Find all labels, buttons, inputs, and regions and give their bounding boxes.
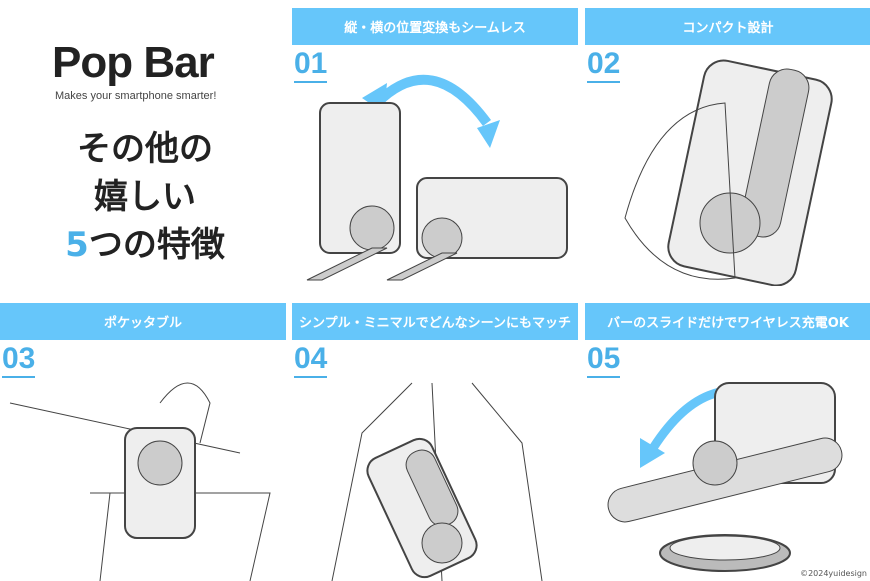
copyright: ©2024yuidesign — [800, 569, 867, 578]
pocket-illustration — [9, 382, 271, 581]
feature-panel-04: シンプル・ミニマルでどんなシーンにもマッチ 04 — [292, 303, 578, 581]
brand-tagline: Makes your smartphone smarter! — [55, 90, 217, 102]
feature-panel-03: ポケッタブル 03 — [0, 303, 286, 581]
panel-number: 04 — [294, 343, 328, 378]
panel-number: 05 — [587, 343, 621, 378]
suit-scene-illustration — [331, 382, 543, 581]
wireless-charging-illustration — [607, 382, 843, 572]
heading-number: 5 — [65, 225, 89, 265]
heading-line-3: 5つの特徴 — [40, 221, 250, 269]
heading-line-2: 嬉しい — [94, 177, 196, 217]
panel-title: バーのスライドだけでワイヤレス充電OK — [585, 303, 870, 340]
panel-title: シンプル・ミニマルでどんなシーンにもマッチ — [292, 303, 578, 340]
feature-panel-05: バーのスライドだけでワイヤレス充電OK 05 ©2024yuidesign — [585, 303, 870, 581]
panel-number: 03 — [2, 343, 36, 378]
panel-number: 01 — [294, 48, 328, 83]
heading-line-3-text: つの特徴 — [88, 225, 225, 265]
compact-phone-illustration — [624, 59, 833, 286]
panel-title: 縦・横の位置変換もシームレス — [292, 8, 578, 45]
panel-number: 02 — [587, 48, 621, 83]
rotate-phone-illustration — [306, 74, 568, 281]
panel-title: コンパクト設計 — [585, 8, 870, 45]
page-heading: その他の 嬉しい 5つの特徴 — [40, 125, 250, 269]
brand-logo: Pop Bar — [52, 38, 215, 87]
panel-title: ポケッタブル — [0, 303, 286, 340]
heading-line-1: その他の — [77, 129, 213, 169]
feature-panel-01: 縦・横の位置変換もシームレス 01 — [292, 8, 578, 286]
feature-panel-02: コンパクト設計 02 — [585, 8, 870, 286]
